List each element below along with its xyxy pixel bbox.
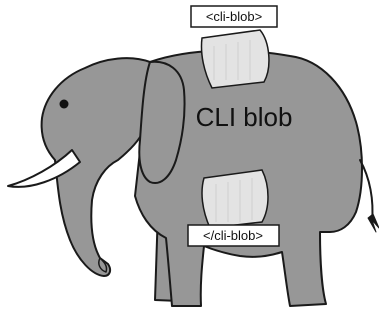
elephant-figure <box>8 51 379 306</box>
top-pad-shape <box>201 30 268 88</box>
close-tag-label: </cli-blob> <box>188 225 279 246</box>
bottom-pad <box>202 170 268 228</box>
top-pad <box>201 30 268 88</box>
close-tag-text: </cli-blob> <box>203 228 263 243</box>
tail-tuft <box>368 214 379 232</box>
center-label: CLI blob <box>196 102 293 132</box>
open-tag-text: <cli-blob> <box>206 9 262 24</box>
open-tag-label: <cli-blob> <box>191 6 277 27</box>
elephant-eye <box>60 100 69 109</box>
bottom-pad-shape <box>202 170 268 228</box>
